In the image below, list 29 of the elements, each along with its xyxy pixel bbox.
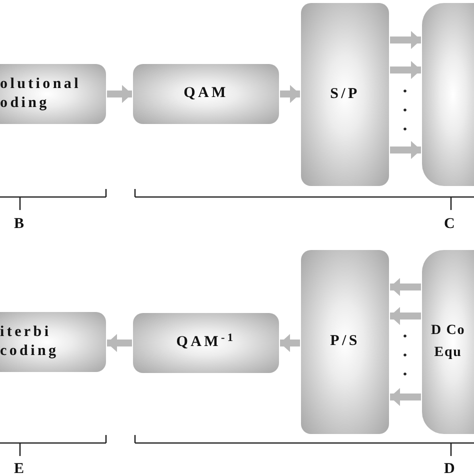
block-arrow — [280, 85, 300, 103]
block-arrow — [390, 388, 421, 406]
process-box — [422, 250, 474, 434]
process-box — [0, 312, 106, 372]
block-arrow — [390, 278, 421, 296]
process-box — [301, 250, 389, 434]
section-letter: B — [14, 215, 24, 234]
process-box — [422, 3, 474, 186]
block-arrow — [107, 334, 132, 352]
block-arrow — [107, 85, 132, 103]
process-box — [133, 64, 279, 124]
process-box — [133, 313, 279, 373]
process-box — [301, 3, 389, 186]
block-arrow — [390, 141, 421, 159]
box-label: D Co Equ — [430, 322, 466, 362]
section-letter: D — [444, 460, 455, 474]
box-label: S/P — [330, 84, 360, 104]
box-label: iterbi coding — [0, 322, 60, 361]
section-letter: E — [14, 460, 24, 474]
box-label: QAM — [184, 84, 228, 104]
box-label: olutional oding — [0, 74, 82, 113]
block-arrow — [390, 61, 421, 79]
process-box — [0, 64, 106, 124]
section-letter: C — [444, 215, 455, 234]
block-arrow — [390, 307, 421, 325]
block-arrow — [390, 31, 421, 49]
box-label: QAM$^{-1}$ — [176, 333, 236, 352]
box-label: P/S — [330, 332, 360, 352]
block-arrow — [280, 334, 300, 352]
